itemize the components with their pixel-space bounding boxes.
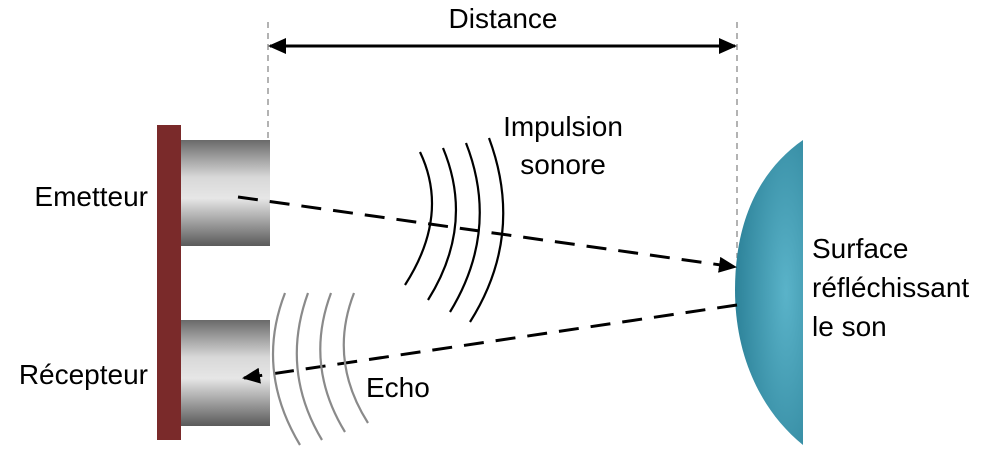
pulse-label-line2: sonore xyxy=(520,149,606,180)
receiver-label: Récepteur xyxy=(19,359,148,390)
echo-arrow xyxy=(242,303,738,384)
echo-wave-arc xyxy=(342,292,369,424)
echo-wave-arc xyxy=(271,292,301,446)
pulse-wave-arc xyxy=(469,137,505,323)
pulse-label-line1: Impulsion xyxy=(503,111,623,142)
pulse-wave-arc xyxy=(427,147,458,301)
surface-label-line2: réfléchissant xyxy=(812,272,969,303)
echo-wave-arc xyxy=(319,292,346,433)
emitter-label: Emetteur xyxy=(34,181,148,212)
pulse-wave-arc xyxy=(449,142,481,313)
reflecting-surface xyxy=(735,140,803,445)
mount-bar xyxy=(157,125,181,440)
receiver-transducer xyxy=(181,320,270,426)
surface-label-line1: Surface xyxy=(812,233,909,264)
pulse-waves xyxy=(404,137,505,323)
distance-label: Distance xyxy=(449,3,558,34)
echo-waves xyxy=(271,292,369,446)
surface-label-line3: le son xyxy=(812,311,887,342)
echo-wave-arc xyxy=(295,292,323,441)
pulse-wave-arc xyxy=(404,151,434,286)
pulse-arrow xyxy=(237,195,737,273)
echo-label: Echo xyxy=(366,372,430,403)
emitter-transducer xyxy=(181,140,270,246)
